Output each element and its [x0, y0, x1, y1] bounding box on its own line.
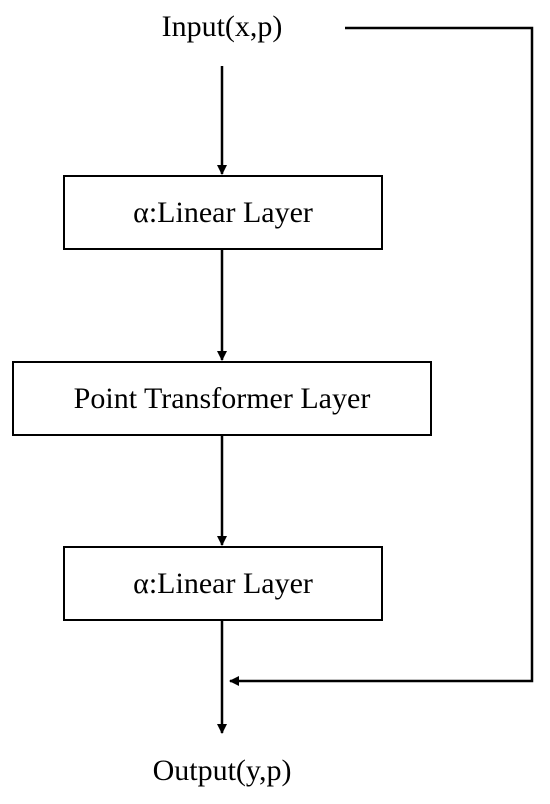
skip-connection-line [229, 26, 534, 686]
linear-layer-label-top: α:Linear Layer [133, 195, 313, 229]
linear-layer-box-bottom: α:Linear Layer [63, 546, 383, 621]
point-transformer-layer-box: Point Transformer Layer [12, 361, 432, 436]
point-transformer-layer-label: Point Transformer Layer [73, 381, 371, 415]
output-label: Output(y,p) [152, 754, 292, 787]
linear-layer-box-top: α:Linear Layer [63, 175, 383, 250]
input-label: Input(x,p) [161, 10, 283, 43]
linear-layer-label-bottom: α:Linear Layer [133, 566, 313, 600]
